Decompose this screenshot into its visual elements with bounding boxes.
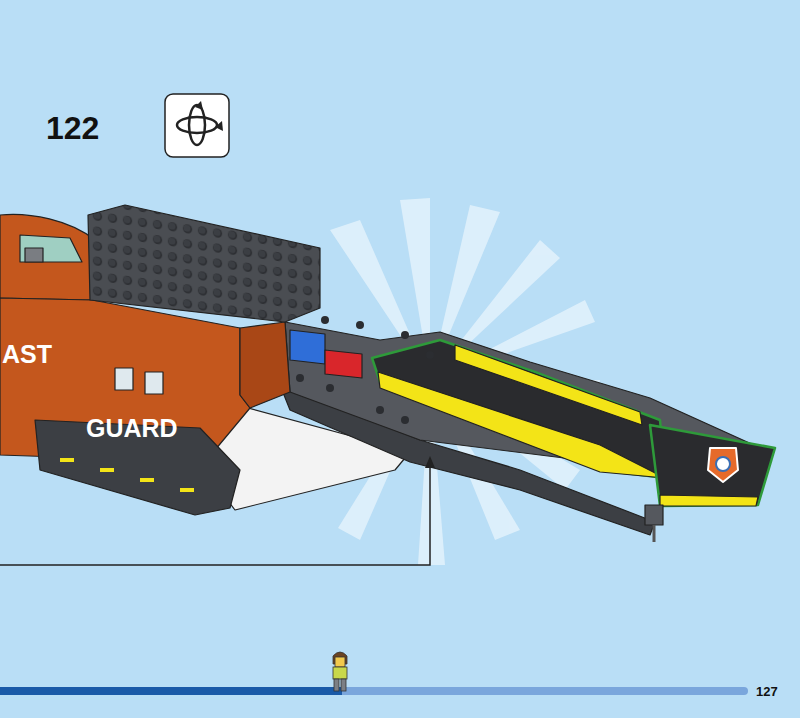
hull-decal: AST xyxy=(2,342,52,367)
progress-bar xyxy=(0,687,748,695)
hull-decal: GUARD xyxy=(86,416,178,441)
rotate-icon xyxy=(165,94,229,157)
helicopter-model xyxy=(0,205,775,542)
step-number: 122 xyxy=(46,112,99,144)
minifigure xyxy=(333,652,347,691)
page-number: 127 xyxy=(756,685,778,698)
leader-line xyxy=(0,456,435,565)
